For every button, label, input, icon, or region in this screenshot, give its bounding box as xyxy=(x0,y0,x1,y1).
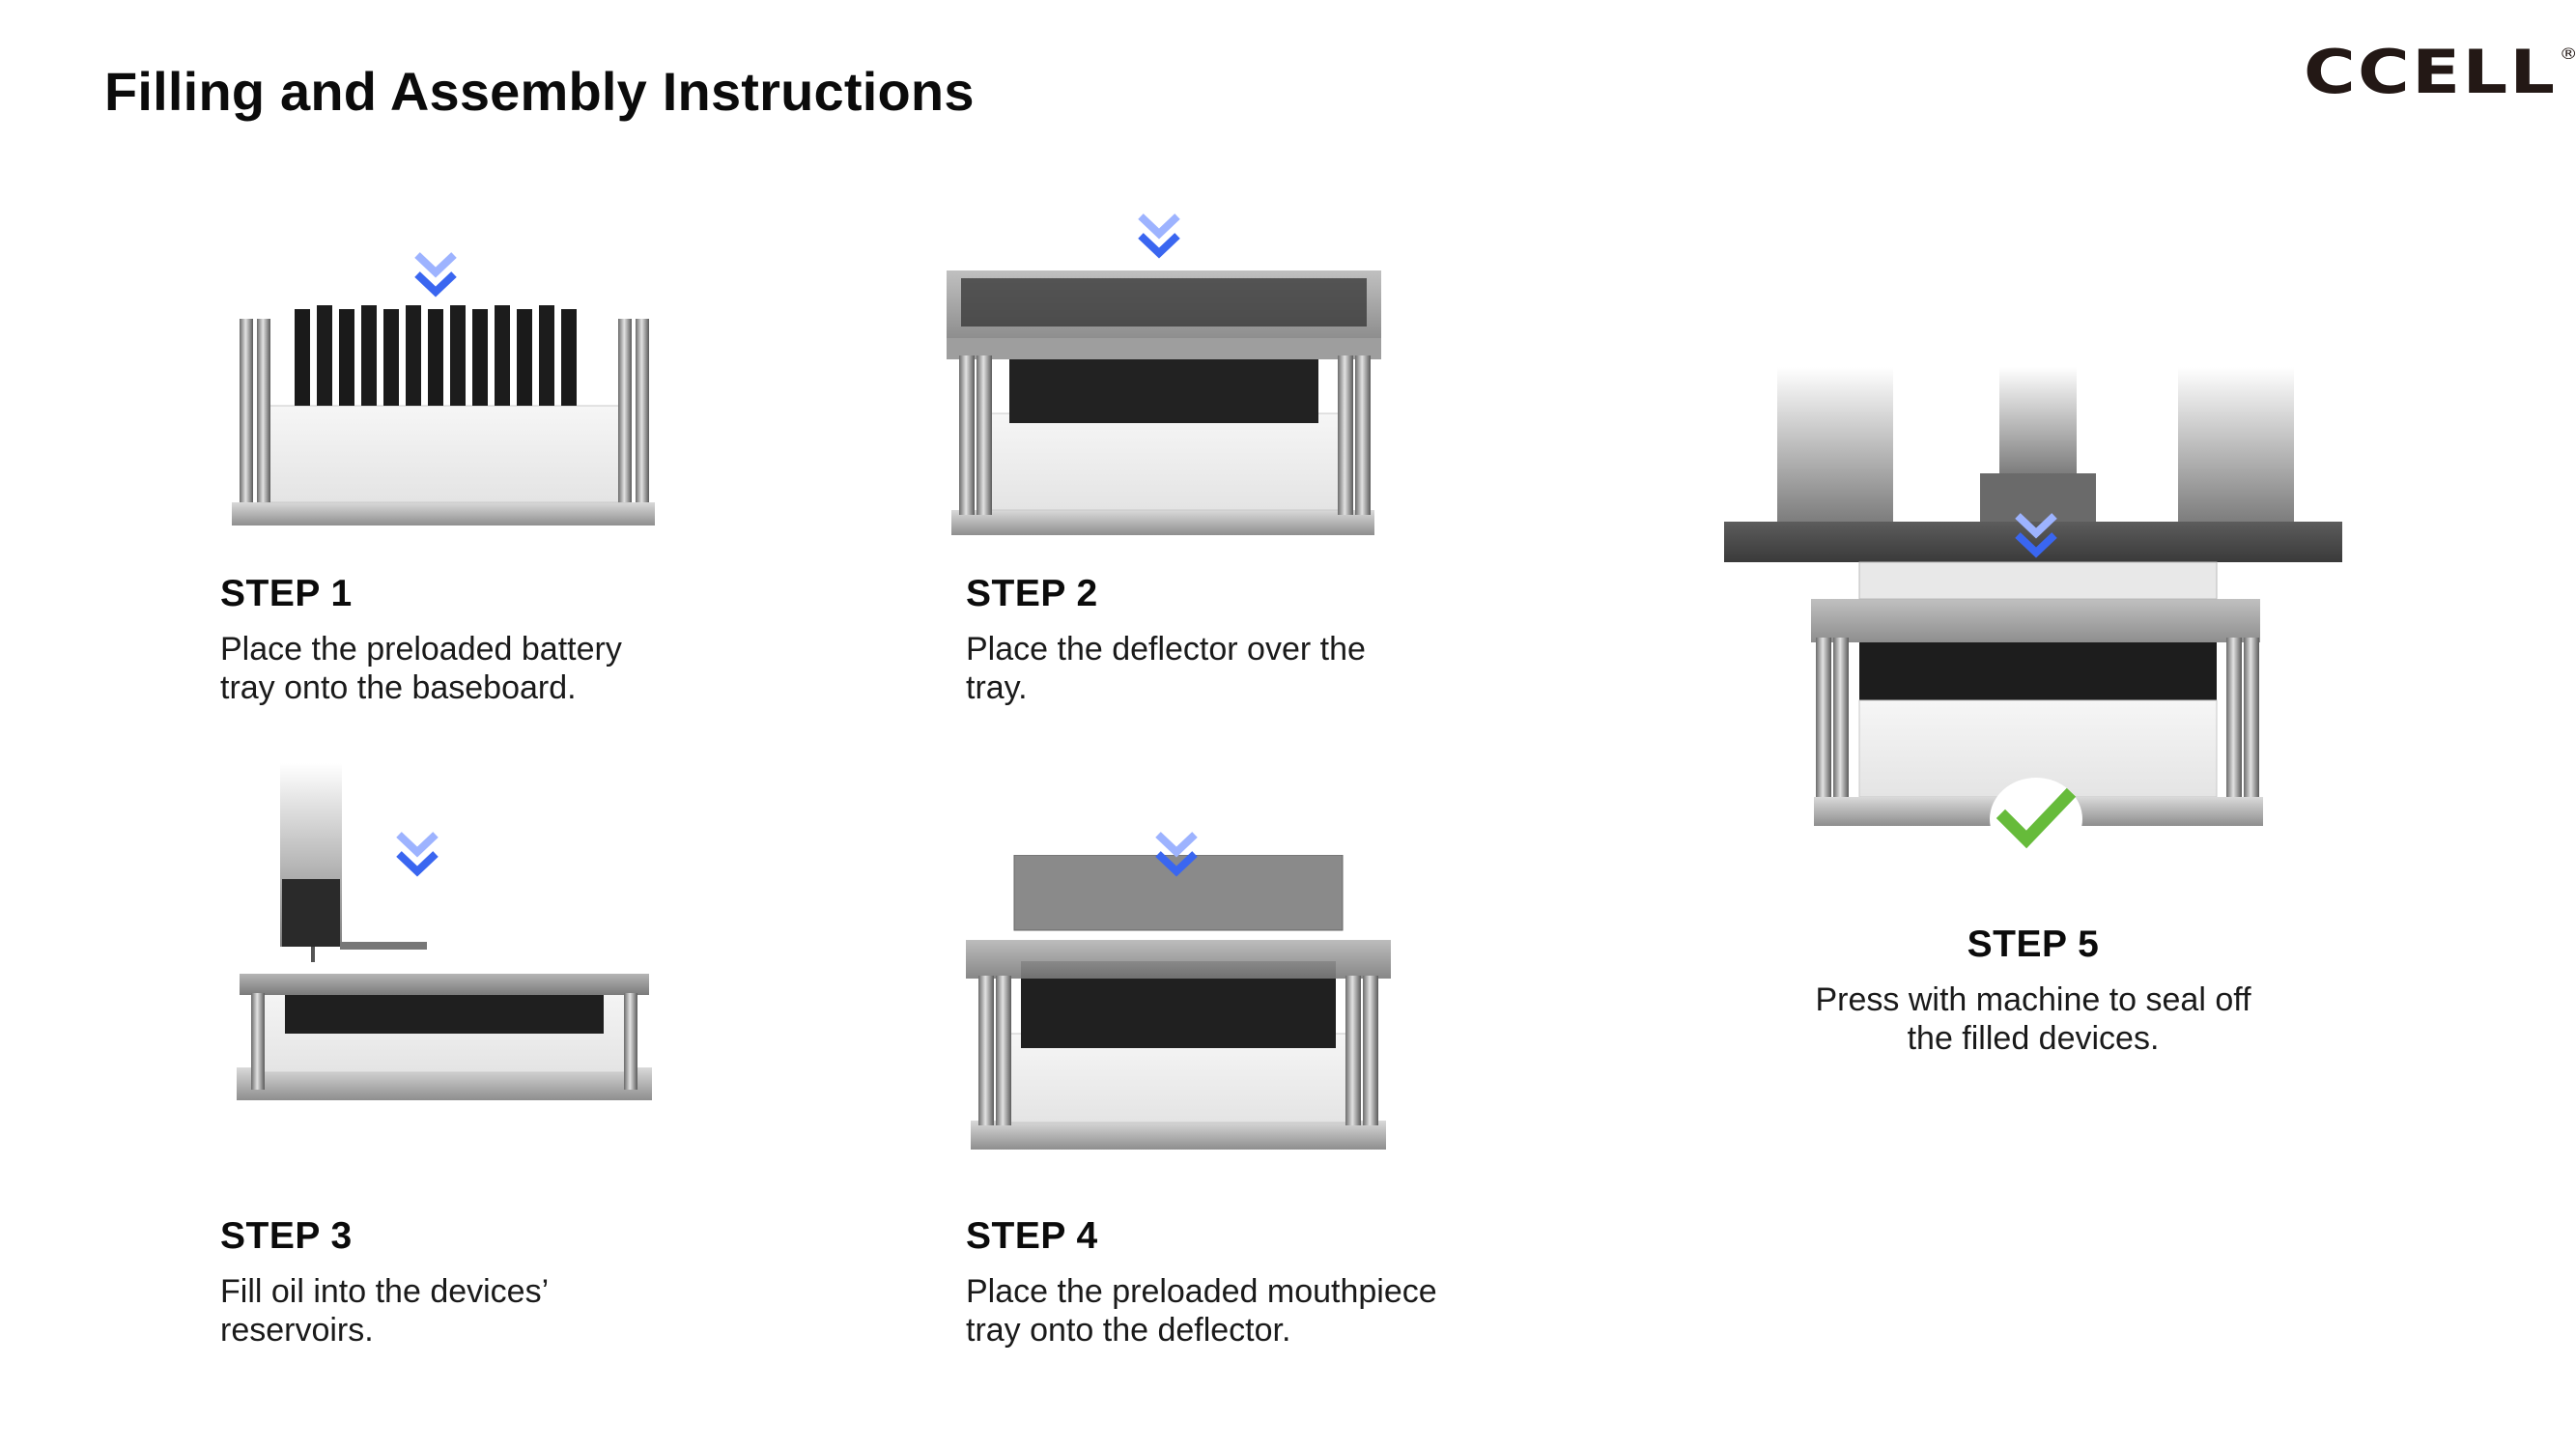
oil-filling-illustration xyxy=(237,763,652,1100)
deflector-illustration xyxy=(947,270,1381,535)
step-4-description: Place the preloaded mouthpiece tray onto… xyxy=(966,1273,1437,1349)
chevron-down-icon xyxy=(2015,513,2057,558)
step-4-label: STEP 4 xyxy=(966,1215,1098,1257)
checkmark-icon xyxy=(1990,778,2082,861)
step-2-label: STEP 2 xyxy=(966,573,1098,614)
step-3-label: STEP 3 xyxy=(220,1215,353,1257)
chevron-down-icon xyxy=(396,832,439,877)
step-5-label: STEP 5 xyxy=(1967,923,2100,965)
chevron-down-icon xyxy=(1138,213,1180,259)
step-5-description: Press with machine to seal off the fille… xyxy=(1815,981,2251,1057)
chevron-down-icon xyxy=(414,252,457,298)
step-1-description: Place the preloaded battery tray onto th… xyxy=(220,631,622,706)
step-2-description: Place the deflector over the tray. xyxy=(966,631,1366,706)
battery-tray-illustration xyxy=(232,305,655,526)
chevron-down-icon xyxy=(1155,832,1198,877)
step-3-description: Fill oil into the devices’ reservoirs. xyxy=(220,1273,550,1349)
brand-name: CCELL xyxy=(2304,37,2558,107)
battery-devices xyxy=(295,305,577,406)
mouthpiece-tray-illustration xyxy=(966,855,1391,1150)
page-title: Filling and Assembly Instructions xyxy=(104,61,975,122)
brand-logo: CCELL® xyxy=(2304,37,2576,107)
step-1-label: STEP 1 xyxy=(220,573,353,614)
registered-mark: ® xyxy=(2559,44,2576,63)
